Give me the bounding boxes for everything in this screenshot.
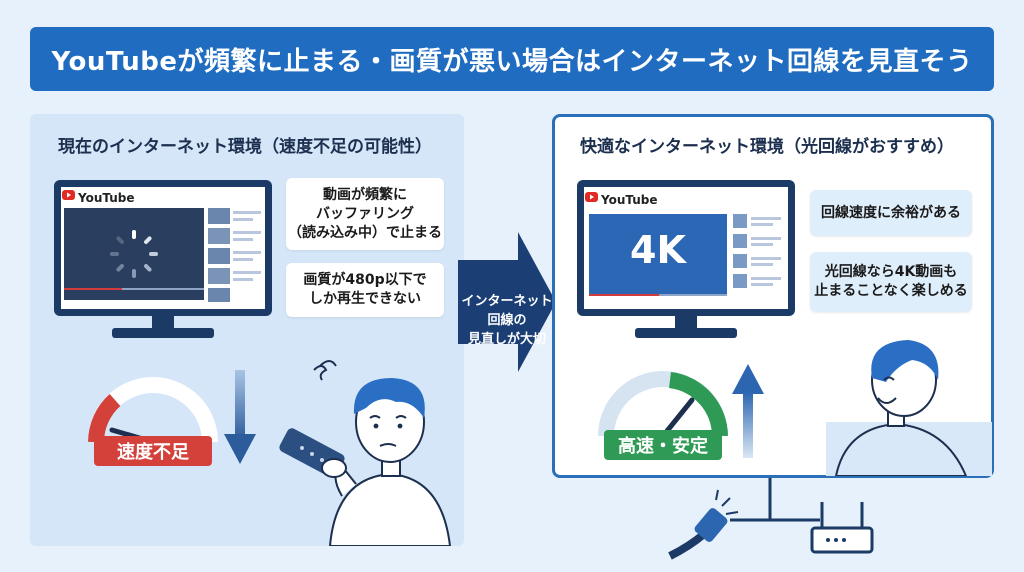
arrow-caption-line: 回線の xyxy=(487,313,527,328)
router-icon xyxy=(810,502,874,554)
bubble-line: しか再生できない xyxy=(309,291,421,307)
gauge-label-fast: 高速・安定 xyxy=(618,436,708,457)
page-title: YouTubeが頻繁に止まる・画質が悪い場合はインターネット回線を見直そう xyxy=(30,27,994,91)
bubble-line: 画質が480p以下で xyxy=(303,272,427,288)
youtube-label: YouTube xyxy=(601,193,658,207)
monitor-fast xyxy=(577,180,795,338)
youtube-label: YouTube xyxy=(78,191,135,205)
arrow-caption: インターネット 回線の 見直しが大切 xyxy=(461,292,553,349)
monitor-slow xyxy=(54,180,272,338)
speech-bubble-buffering: 動画が頻繁に バッファリング （読み込み中）で止まる xyxy=(286,178,444,250)
speed-gauge-slow xyxy=(88,377,218,466)
progress-bar[interactable] xyxy=(64,288,122,290)
video-player-4k[interactable] xyxy=(589,214,727,294)
video-player[interactable] xyxy=(64,208,204,300)
bubble-line: 止まることなく楽しめる xyxy=(814,283,968,299)
arrow-down-icon xyxy=(224,370,256,464)
happy-person-icon xyxy=(826,340,992,476)
progress-bar[interactable] xyxy=(589,294,659,296)
fiber-router-icon xyxy=(668,478,874,560)
arrow-up-icon xyxy=(732,364,764,458)
speech-bubble-4k: 光回線なら4K動画も 止まることなく楽しめる xyxy=(810,252,972,312)
current-environment-title: 現在のインターネット環境（速度不足の可能性） xyxy=(58,137,432,157)
speech-bubble-low-quality: 画質が480p以下で しか再生できない xyxy=(286,263,444,317)
bubble-line: （読み込み中）で止まる xyxy=(288,224,442,241)
worried-person-icon xyxy=(279,360,452,546)
fiber-cable-icon xyxy=(668,489,739,560)
arrow-caption-line: インターネット xyxy=(461,294,553,309)
arrow-right-icon xyxy=(458,232,556,372)
video-quality-label: 4K xyxy=(630,228,686,272)
speed-gauge-fast xyxy=(598,371,728,460)
gauge-label-slow: 速度不足 xyxy=(117,442,189,463)
recommended-environment-title: 快適なインターネット環境（光回線がおすすめ） xyxy=(580,137,954,157)
bubble-line: 光回線なら4K動画も xyxy=(824,264,958,280)
bubble-line: 動画が頻繁に xyxy=(323,186,407,203)
arrow-caption-line: 見直しが大切 xyxy=(467,332,546,347)
bubble-line: バッファリング xyxy=(316,205,414,222)
speech-bubble-speed-margin: 回線速度に余裕がある xyxy=(810,190,972,236)
loading-spinner-icon xyxy=(110,230,158,278)
